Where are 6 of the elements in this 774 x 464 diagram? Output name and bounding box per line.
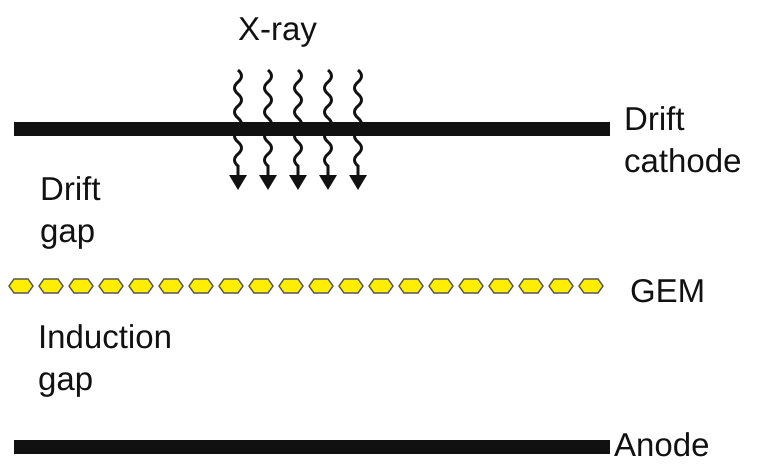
anode-label: Anode (614, 425, 710, 464)
gem-label: GEM (630, 271, 706, 311)
x-ray-label: X-ray (238, 9, 318, 49)
cathode-label: Drift cathode (624, 99, 742, 181)
gap-label: Induction gap (38, 317, 173, 399)
gap-label: Drift gap (40, 169, 102, 251)
